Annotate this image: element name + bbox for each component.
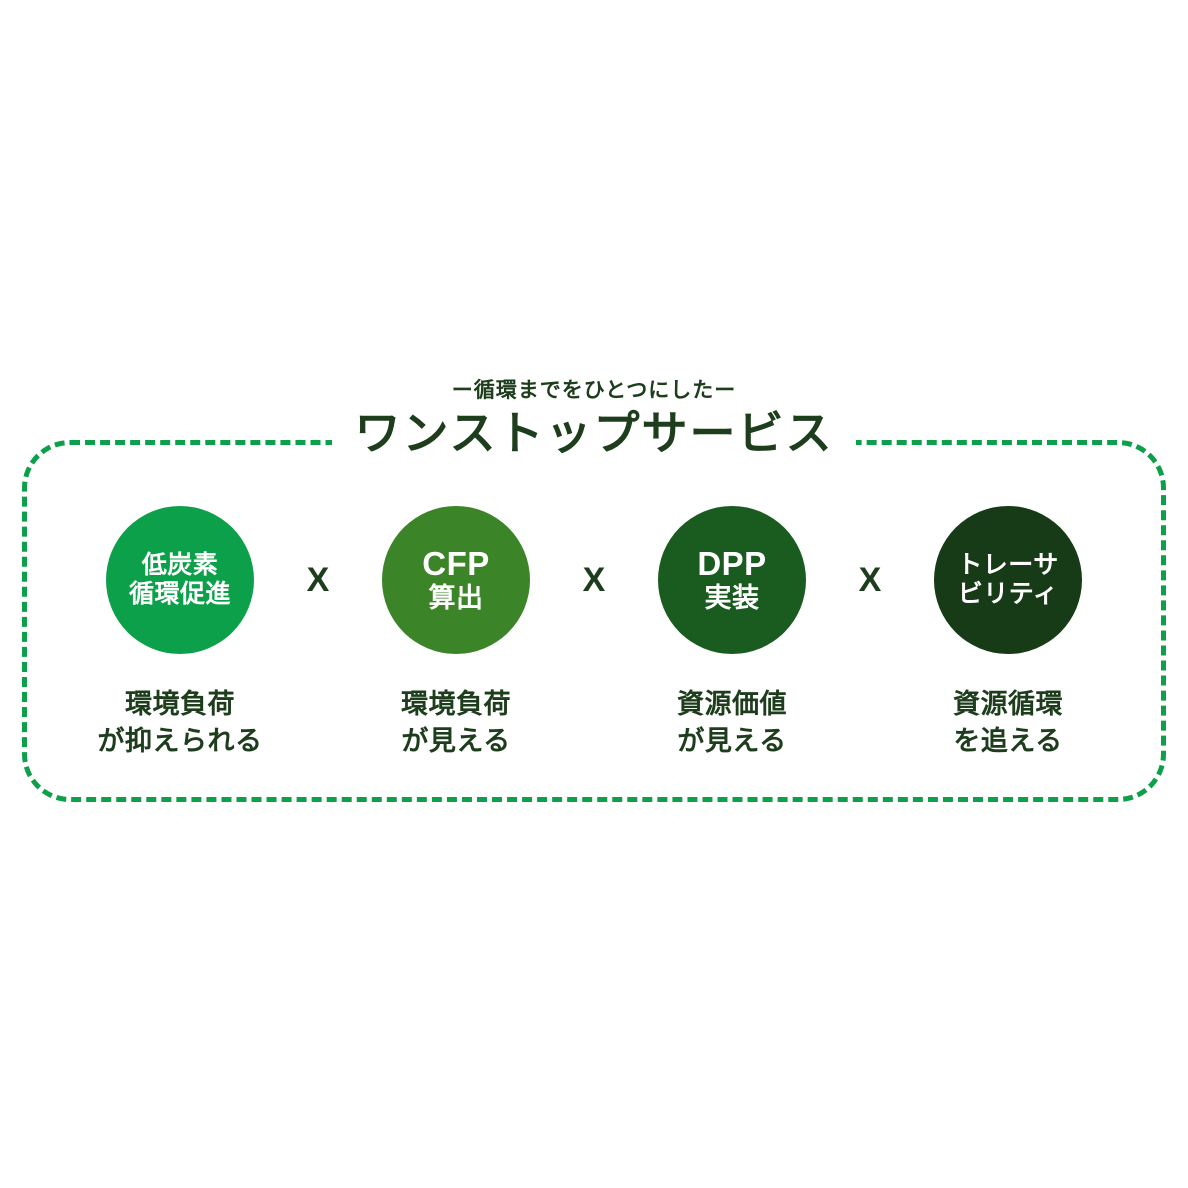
bubble-traceability[interactable]: トレーサ ビリティ xyxy=(934,506,1082,654)
separator-multiply-1: X xyxy=(306,560,330,599)
bubble-label-line1: トレーサ xyxy=(957,551,1059,579)
caption-line2: が見える xyxy=(677,726,787,757)
bubble-label-line2: 循環促進 xyxy=(128,580,231,608)
bubble-label-line1: DPP xyxy=(697,545,767,583)
bubble-label-line2: ビリティ xyxy=(957,580,1059,608)
caption-line2: が抑えられる xyxy=(97,726,263,757)
caption-cfp: 環境負荷 が見える xyxy=(401,686,511,761)
page-title: ワンストップサービス xyxy=(354,407,834,460)
bubble-dpp[interactable]: DPP 実装 xyxy=(658,506,806,654)
bubble-low-carbon[interactable]: 低炭素 循環促進 xyxy=(106,506,254,654)
node-traceability[interactable]: トレーサ ビリティ 資源循環 を追える xyxy=(905,506,1111,761)
caption-line1: 資源循環 xyxy=(953,689,1063,719)
heading-eyebrow: ー循環までをひとつにしたー xyxy=(451,379,737,402)
heading-title-wrap: ワンストップサービス xyxy=(332,407,856,460)
bubble-label-line2: 算出 xyxy=(428,583,484,614)
caption-line2: が見える xyxy=(401,726,511,757)
bubble-label-line1: CFP xyxy=(422,545,490,583)
nodes-row: 低炭素 循環促進 環境負荷 が抑えられる X CFP 算出 環境負荷 が見える … xyxy=(22,440,1166,802)
caption-traceability: 資源循環 を追える xyxy=(953,686,1063,761)
caption-dpp: 資源価値 が見える xyxy=(677,686,787,761)
caption-low-carbon: 環境負荷 が抑えられる xyxy=(98,686,263,761)
caption-line1: 環境負荷 xyxy=(401,689,511,719)
heading-block: ー循環までをひとつにしたー ワンストップサービス xyxy=(0,378,1188,459)
caption-line1: 資源価値 xyxy=(677,689,787,719)
node-cfp[interactable]: CFP 算出 環境負荷 が見える xyxy=(353,506,559,761)
separator-multiply-3: X xyxy=(858,560,882,599)
bubble-label-line1: 低炭素 xyxy=(141,551,219,579)
bubble-label-line2: 実装 xyxy=(704,583,760,614)
caption-line2: を追える xyxy=(953,726,1063,757)
node-low-carbon[interactable]: 低炭素 循環促進 環境負荷 が抑えられる xyxy=(77,506,283,761)
caption-line1: 環境負荷 xyxy=(125,689,235,719)
separator-multiply-2: X xyxy=(582,560,606,599)
bubble-cfp[interactable]: CFP 算出 xyxy=(382,506,530,654)
node-dpp[interactable]: DPP 実装 資源価値 が見える xyxy=(629,506,835,761)
